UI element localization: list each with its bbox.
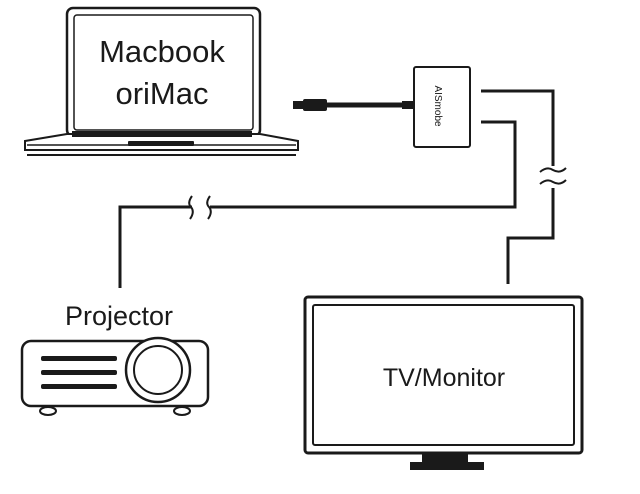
cable-break-horizontal [188, 195, 212, 220]
adapter-hub-icon [413, 66, 471, 148]
usb-c-plug-icon [293, 99, 414, 111]
adapter-label: AISmobe [432, 85, 443, 127]
projector-icon [20, 336, 210, 416]
monitor-icon [303, 295, 584, 470]
laptop-icon [24, 6, 299, 156]
monitor-label: TV/Monitor [383, 364, 505, 392]
cable-lines [118, 89, 555, 288]
laptop-label-line1: Macbook [99, 34, 225, 69]
laptop-label-line2: oriMac [115, 76, 208, 111]
cable-break-vertical [539, 167, 567, 185]
projector-label: Projector [65, 301, 173, 331]
